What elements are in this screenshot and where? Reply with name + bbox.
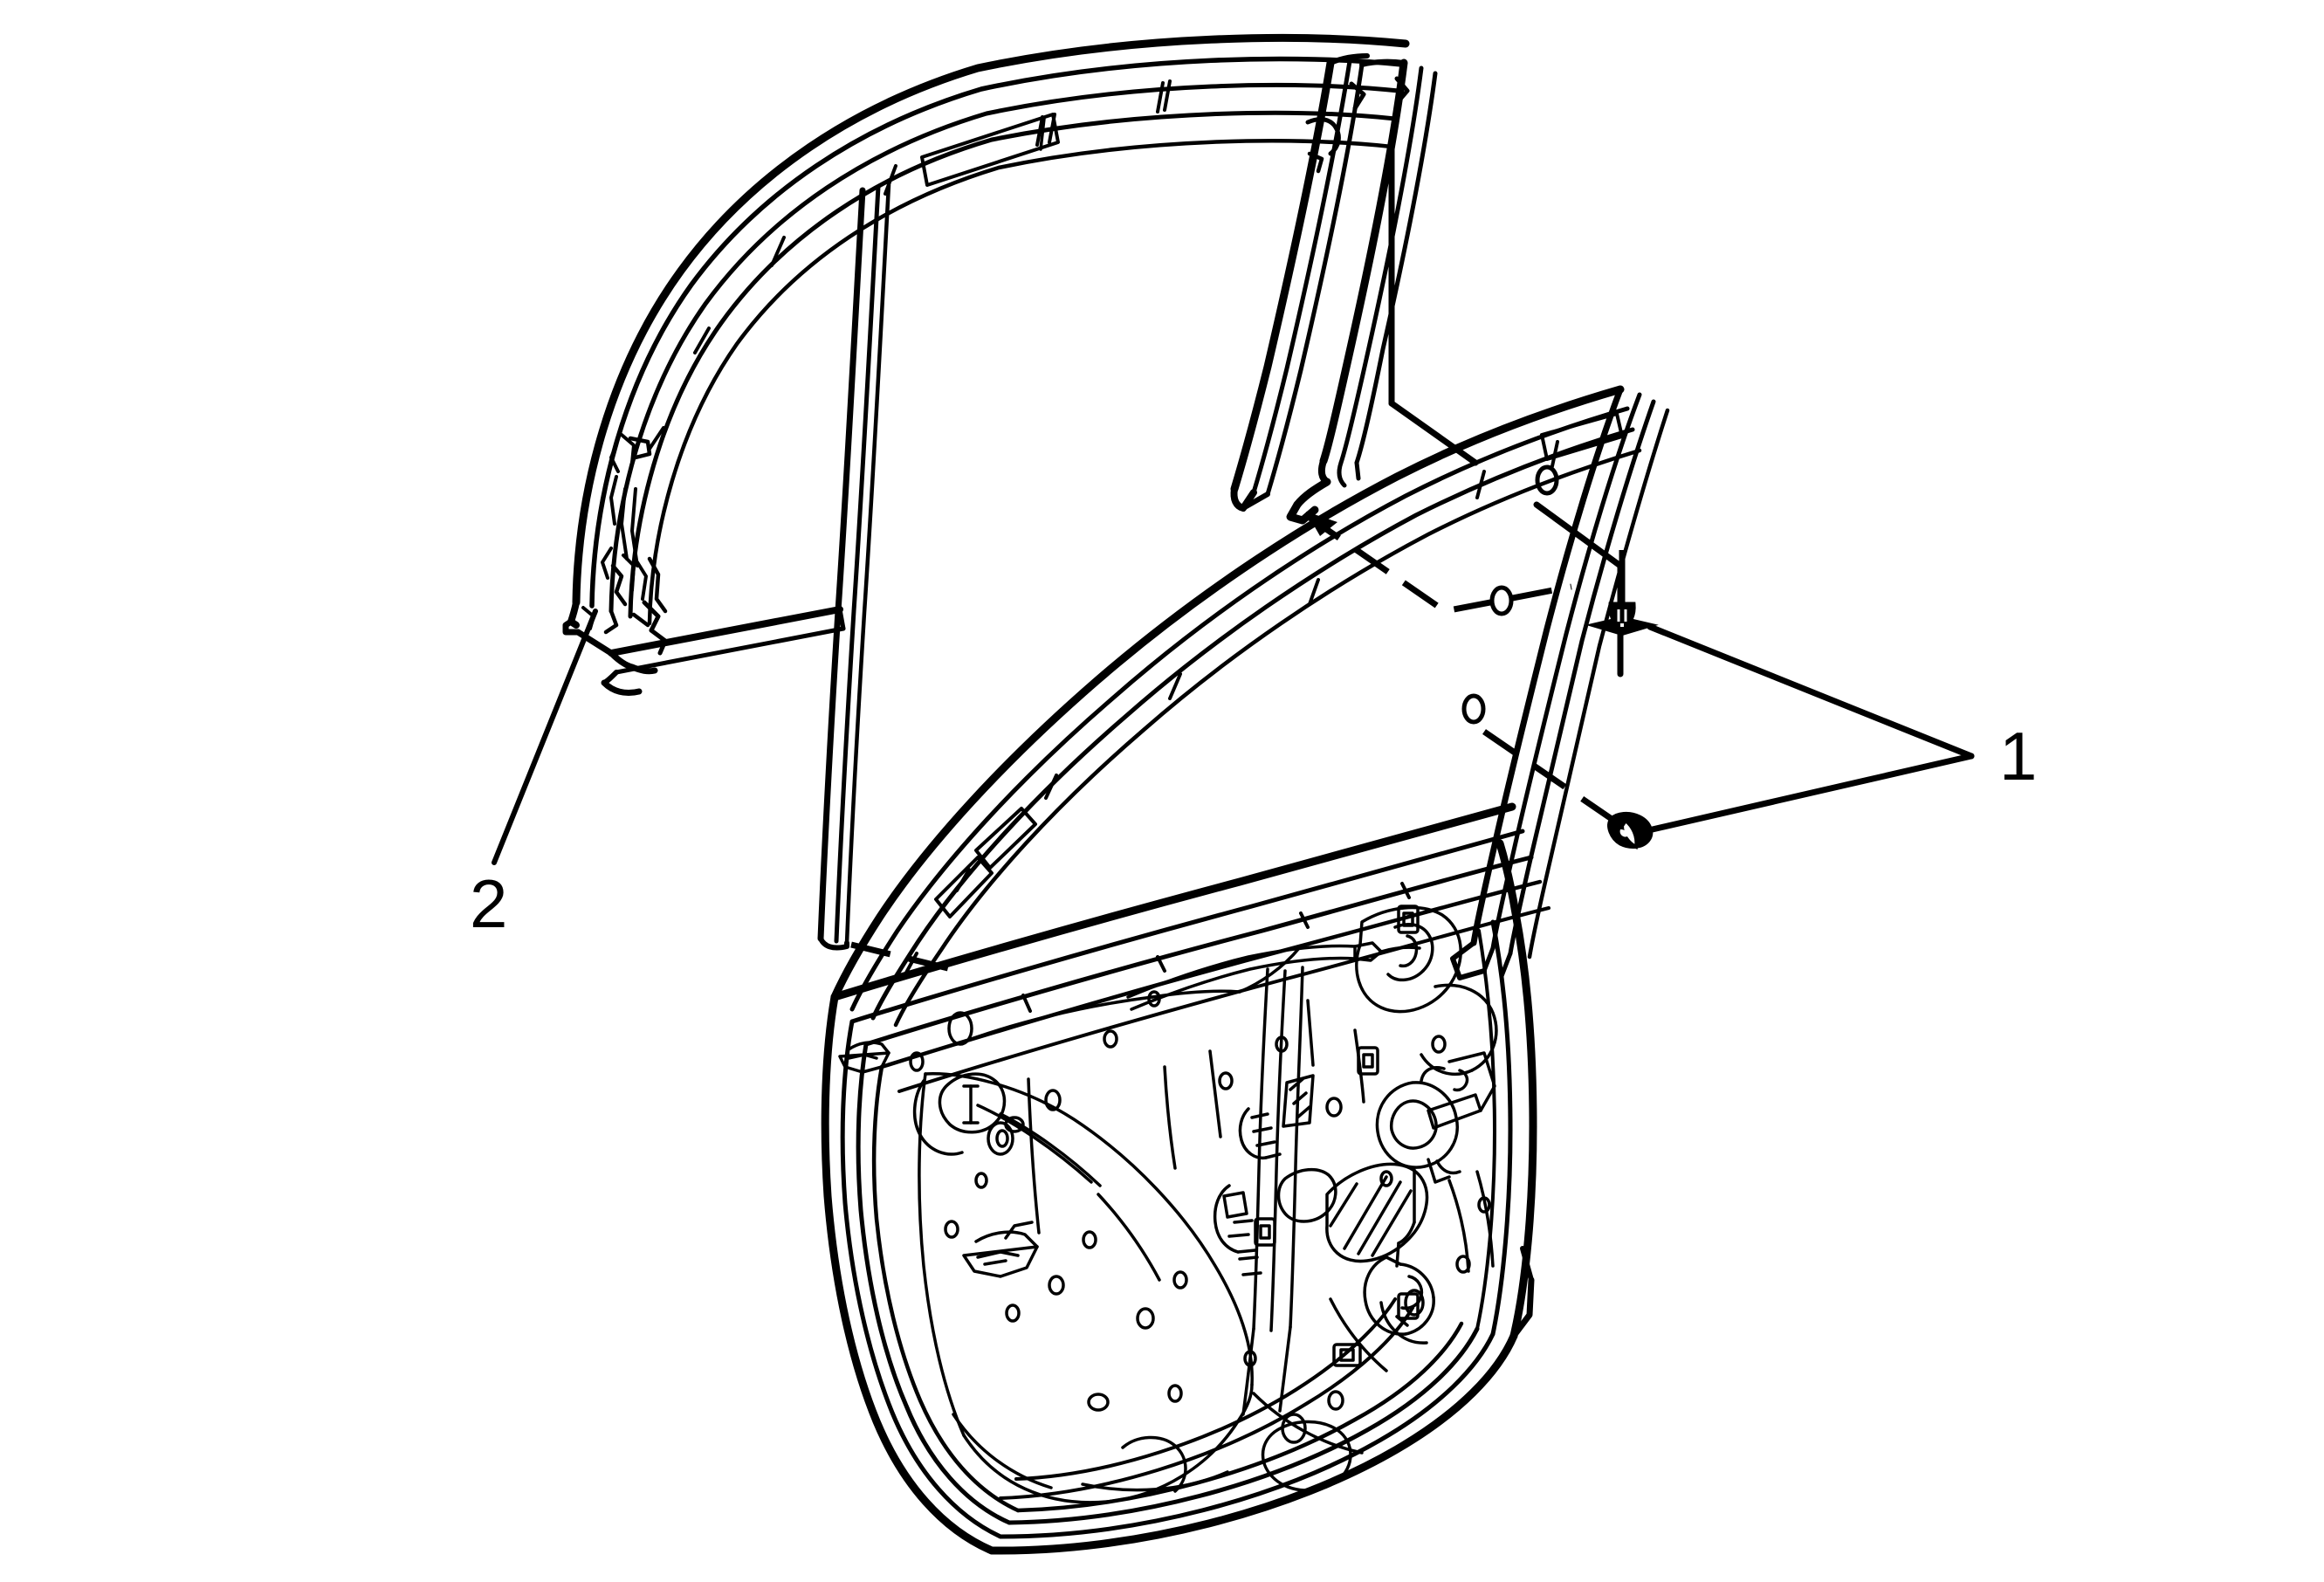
leader-clip-lower-to-pillar — [1482, 729, 1613, 822]
part-window-run-channel[interactable] — [1230, 53, 1438, 525]
callout-number-2: 2 — [470, 865, 507, 942]
retainer-clip-upper[interactable] — [1585, 550, 1659, 636]
leader-weatherstrip-to-door — [850, 941, 952, 973]
callout-1-leaders — [1641, 623, 1975, 835]
part-window-weatherstrip[interactable] — [562, 33, 1410, 951]
leader-arrowhead — [1306, 512, 1337, 536]
callout-number-1: 1 — [1999, 718, 2037, 794]
clip-hole — [1461, 693, 1486, 725]
clip-hole — [1535, 464, 1559, 496]
part-rear-side-door-assembly[interactable] — [821, 385, 1670, 1555]
door-inner-panel-detail — [838, 904, 1498, 1504]
callout-2-leader — [492, 609, 598, 865]
clip-hole — [1489, 585, 1514, 616]
retainer-clip-lower[interactable] — [1607, 811, 1654, 850]
leader-run-channel-to-door — [1304, 512, 1572, 615]
